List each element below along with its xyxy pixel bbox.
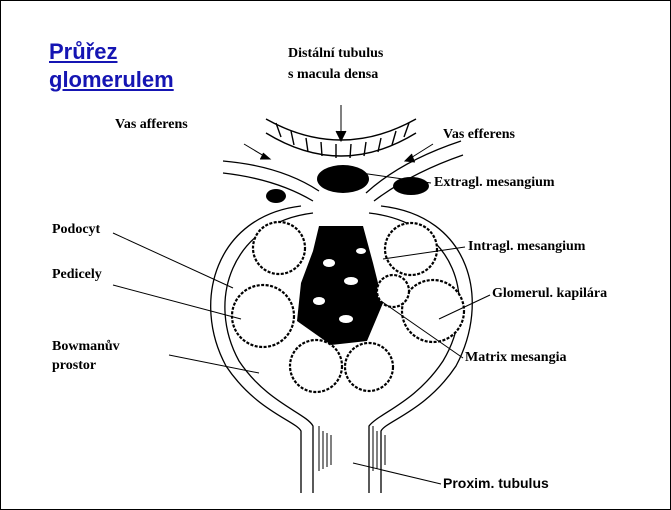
label-pedicely: Pedicely: [52, 268, 102, 282]
label-intragl: Intragl. mesangium: [468, 240, 585, 254]
label-kapilara: Glomerul. kapilára: [492, 287, 607, 301]
label-bowman-2: prostor: [52, 359, 96, 373]
capillary-loop: [402, 280, 464, 342]
intragl-mesangium-core: [297, 226, 383, 345]
label-distal-1: Distální tubulus: [288, 47, 383, 61]
proximal-tubulus: [319, 426, 385, 471]
extragl-mesangium-cluster: [266, 165, 429, 203]
capillary-loop: [377, 275, 409, 307]
label-proxim: Proxim. tubulus: [443, 476, 549, 490]
label-extragl: Extragl. mesangium: [434, 176, 555, 190]
label-vas-afferens: Vas afferens: [115, 118, 188, 132]
label-matrix: Matrix mesangia: [465, 351, 566, 365]
capillary-loop: [290, 340, 342, 392]
capillary-loop: [232, 285, 294, 347]
label-bowman-1: Bowmanův: [52, 340, 120, 354]
capillary-loop: [253, 222, 305, 274]
label-vas-efferens: Vas efferens: [443, 128, 515, 142]
label-podocyt: Podocyt: [52, 223, 100, 237]
label-distal-2: s macula densa: [288, 68, 378, 82]
capillary-loop: [345, 343, 393, 391]
capillary-loop: [385, 223, 437, 275]
